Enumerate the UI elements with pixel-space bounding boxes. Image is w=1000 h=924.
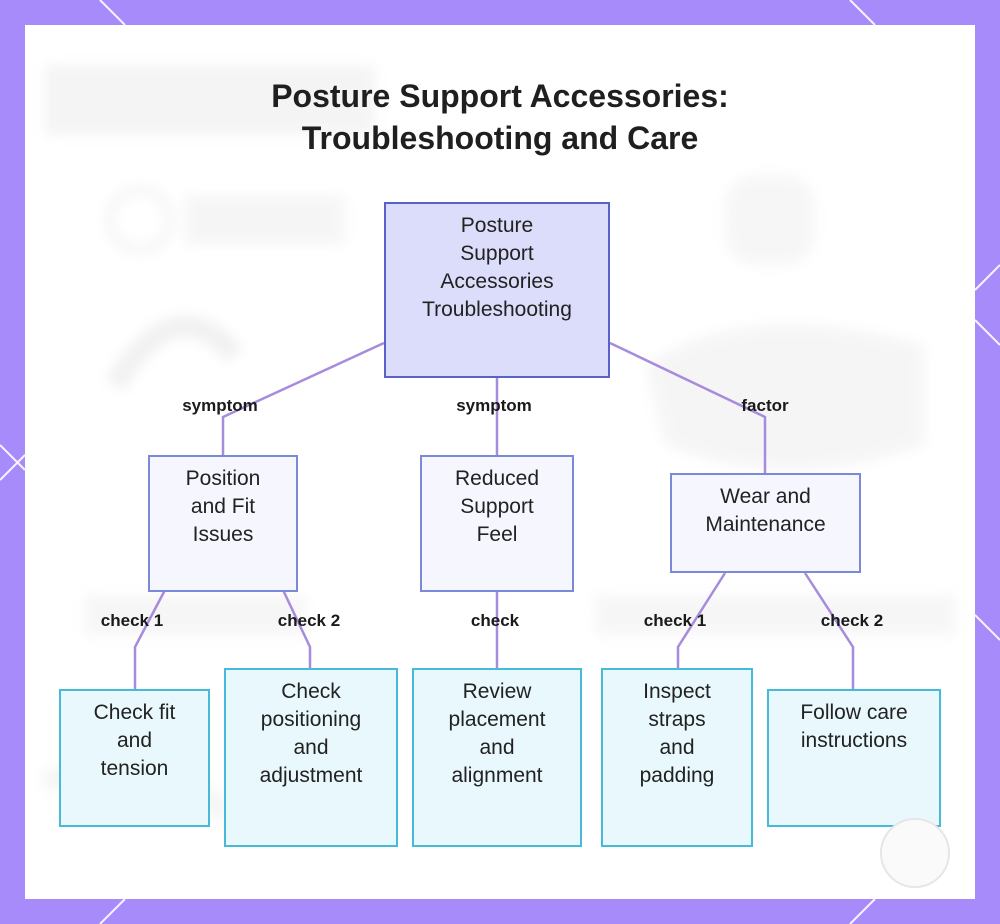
- diagram-panel: Posture Support Accessories: Troubleshoo…: [25, 25, 975, 899]
- edge-label-symptom-left: symptom: [182, 396, 258, 415]
- edge-label-position-check1: check 1: [100, 611, 164, 630]
- connector-lines: [133, 341, 855, 689]
- node-position-fit: Position and Fit Issues: [148, 455, 298, 592]
- edge-position-check1: [133, 589, 167, 689]
- background-ghost-art: [39, 65, 955, 822]
- edge-position-check2: [281, 589, 312, 668]
- node-root: Posture Support Accessories Troubleshoot…: [384, 202, 610, 378]
- title-line-2: Troubleshooting and Care: [301, 120, 699, 156]
- edge-label-reduced-check: check: [470, 611, 520, 630]
- watermark-logo: [880, 818, 950, 888]
- edge-root-wear: [609, 341, 767, 473]
- node-check-fit: Check fit and tension: [59, 689, 210, 827]
- edge-label-position-check2: check 2: [277, 611, 341, 630]
- node-wear-maintenance: Wear and Maintenance: [670, 473, 861, 573]
- edge-label-wear-check2: check 2: [820, 611, 884, 630]
- node-inspect-straps: Inspect straps and padding: [601, 668, 753, 847]
- node-reduced-support: Reduced Support Feel: [420, 455, 574, 592]
- edge-label-symptom-center: symptom: [456, 396, 532, 415]
- edge-root-position: [221, 341, 385, 455]
- title-line-1: Posture Support Accessories:: [271, 78, 729, 114]
- edge-wear-check2: [803, 572, 855, 689]
- node-review-placement: Review placement and alignment: [412, 668, 582, 847]
- diagram-title: Posture Support Accessories: Troubleshoo…: [25, 75, 975, 159]
- edge-wear-check1: [676, 572, 727, 668]
- node-check-positioning: Check positioning and adjustment: [224, 668, 398, 847]
- edge-label-factor: factor: [741, 396, 789, 415]
- node-follow-care: Follow care instructions: [767, 689, 941, 827]
- edge-label-wear-check1: check 1: [643, 611, 707, 630]
